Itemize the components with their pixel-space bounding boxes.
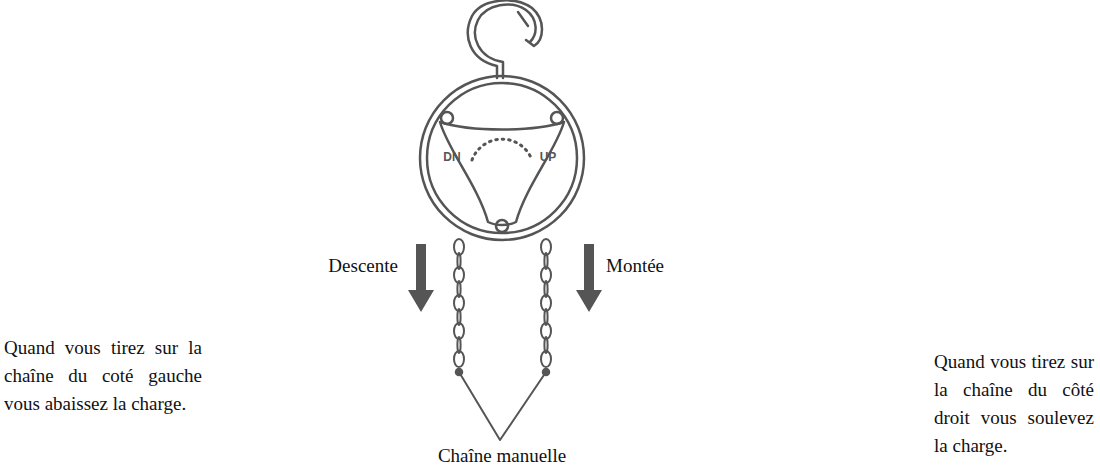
down-arrow (408, 244, 434, 312)
bolt-hole (496, 220, 508, 232)
bolt-hole (441, 112, 453, 124)
bolt-hole (551, 112, 563, 124)
direction-label: Descente (328, 252, 398, 280)
chain-link (454, 351, 464, 367)
hook-latch (518, 12, 528, 26)
chain-loop (459, 372, 546, 440)
direction-mark: UP (540, 150, 557, 164)
hook-outer (468, 0, 542, 78)
instruction-text: Quand vous tirez sur la chaîne du coté g… (4, 334, 202, 418)
chain-end (456, 369, 462, 375)
spoke-plate (440, 122, 564, 225)
up-arrow (576, 244, 602, 312)
dotted-arc (472, 139, 532, 160)
part-name: Chaîne manuelle (438, 442, 566, 470)
direction-mark: DN (443, 150, 460, 164)
chain-end (543, 369, 549, 375)
instruction-text: Quand vous tirez sur la chaîne du côté d… (934, 348, 1094, 460)
direction-label: Montée (606, 252, 664, 280)
hand-chains (454, 239, 551, 367)
chain-link (541, 351, 551, 367)
hoist-body (420, 76, 584, 240)
direction-arrows (408, 244, 602, 312)
hoist-rim (427, 83, 577, 233)
hoist-drawing (420, 0, 584, 440)
